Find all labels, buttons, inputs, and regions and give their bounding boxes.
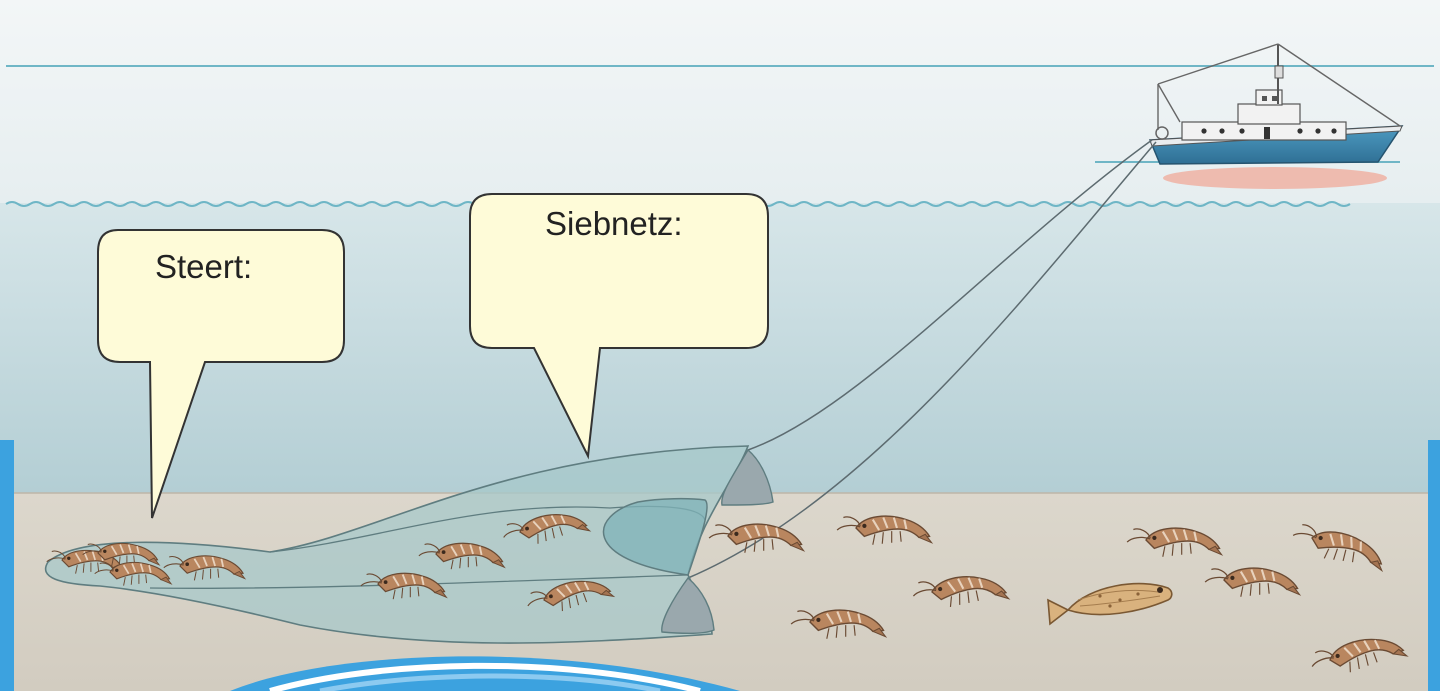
frame-right-edge: [1428, 440, 1440, 691]
callout-steert-label: Steert:: [155, 248, 252, 285]
boat-wheelhouse: [1238, 104, 1300, 124]
boat-reflection: [1163, 167, 1387, 189]
frame-left-edge: [0, 440, 14, 691]
callout-siebnetz-label: Siebnetz:: [545, 205, 683, 242]
